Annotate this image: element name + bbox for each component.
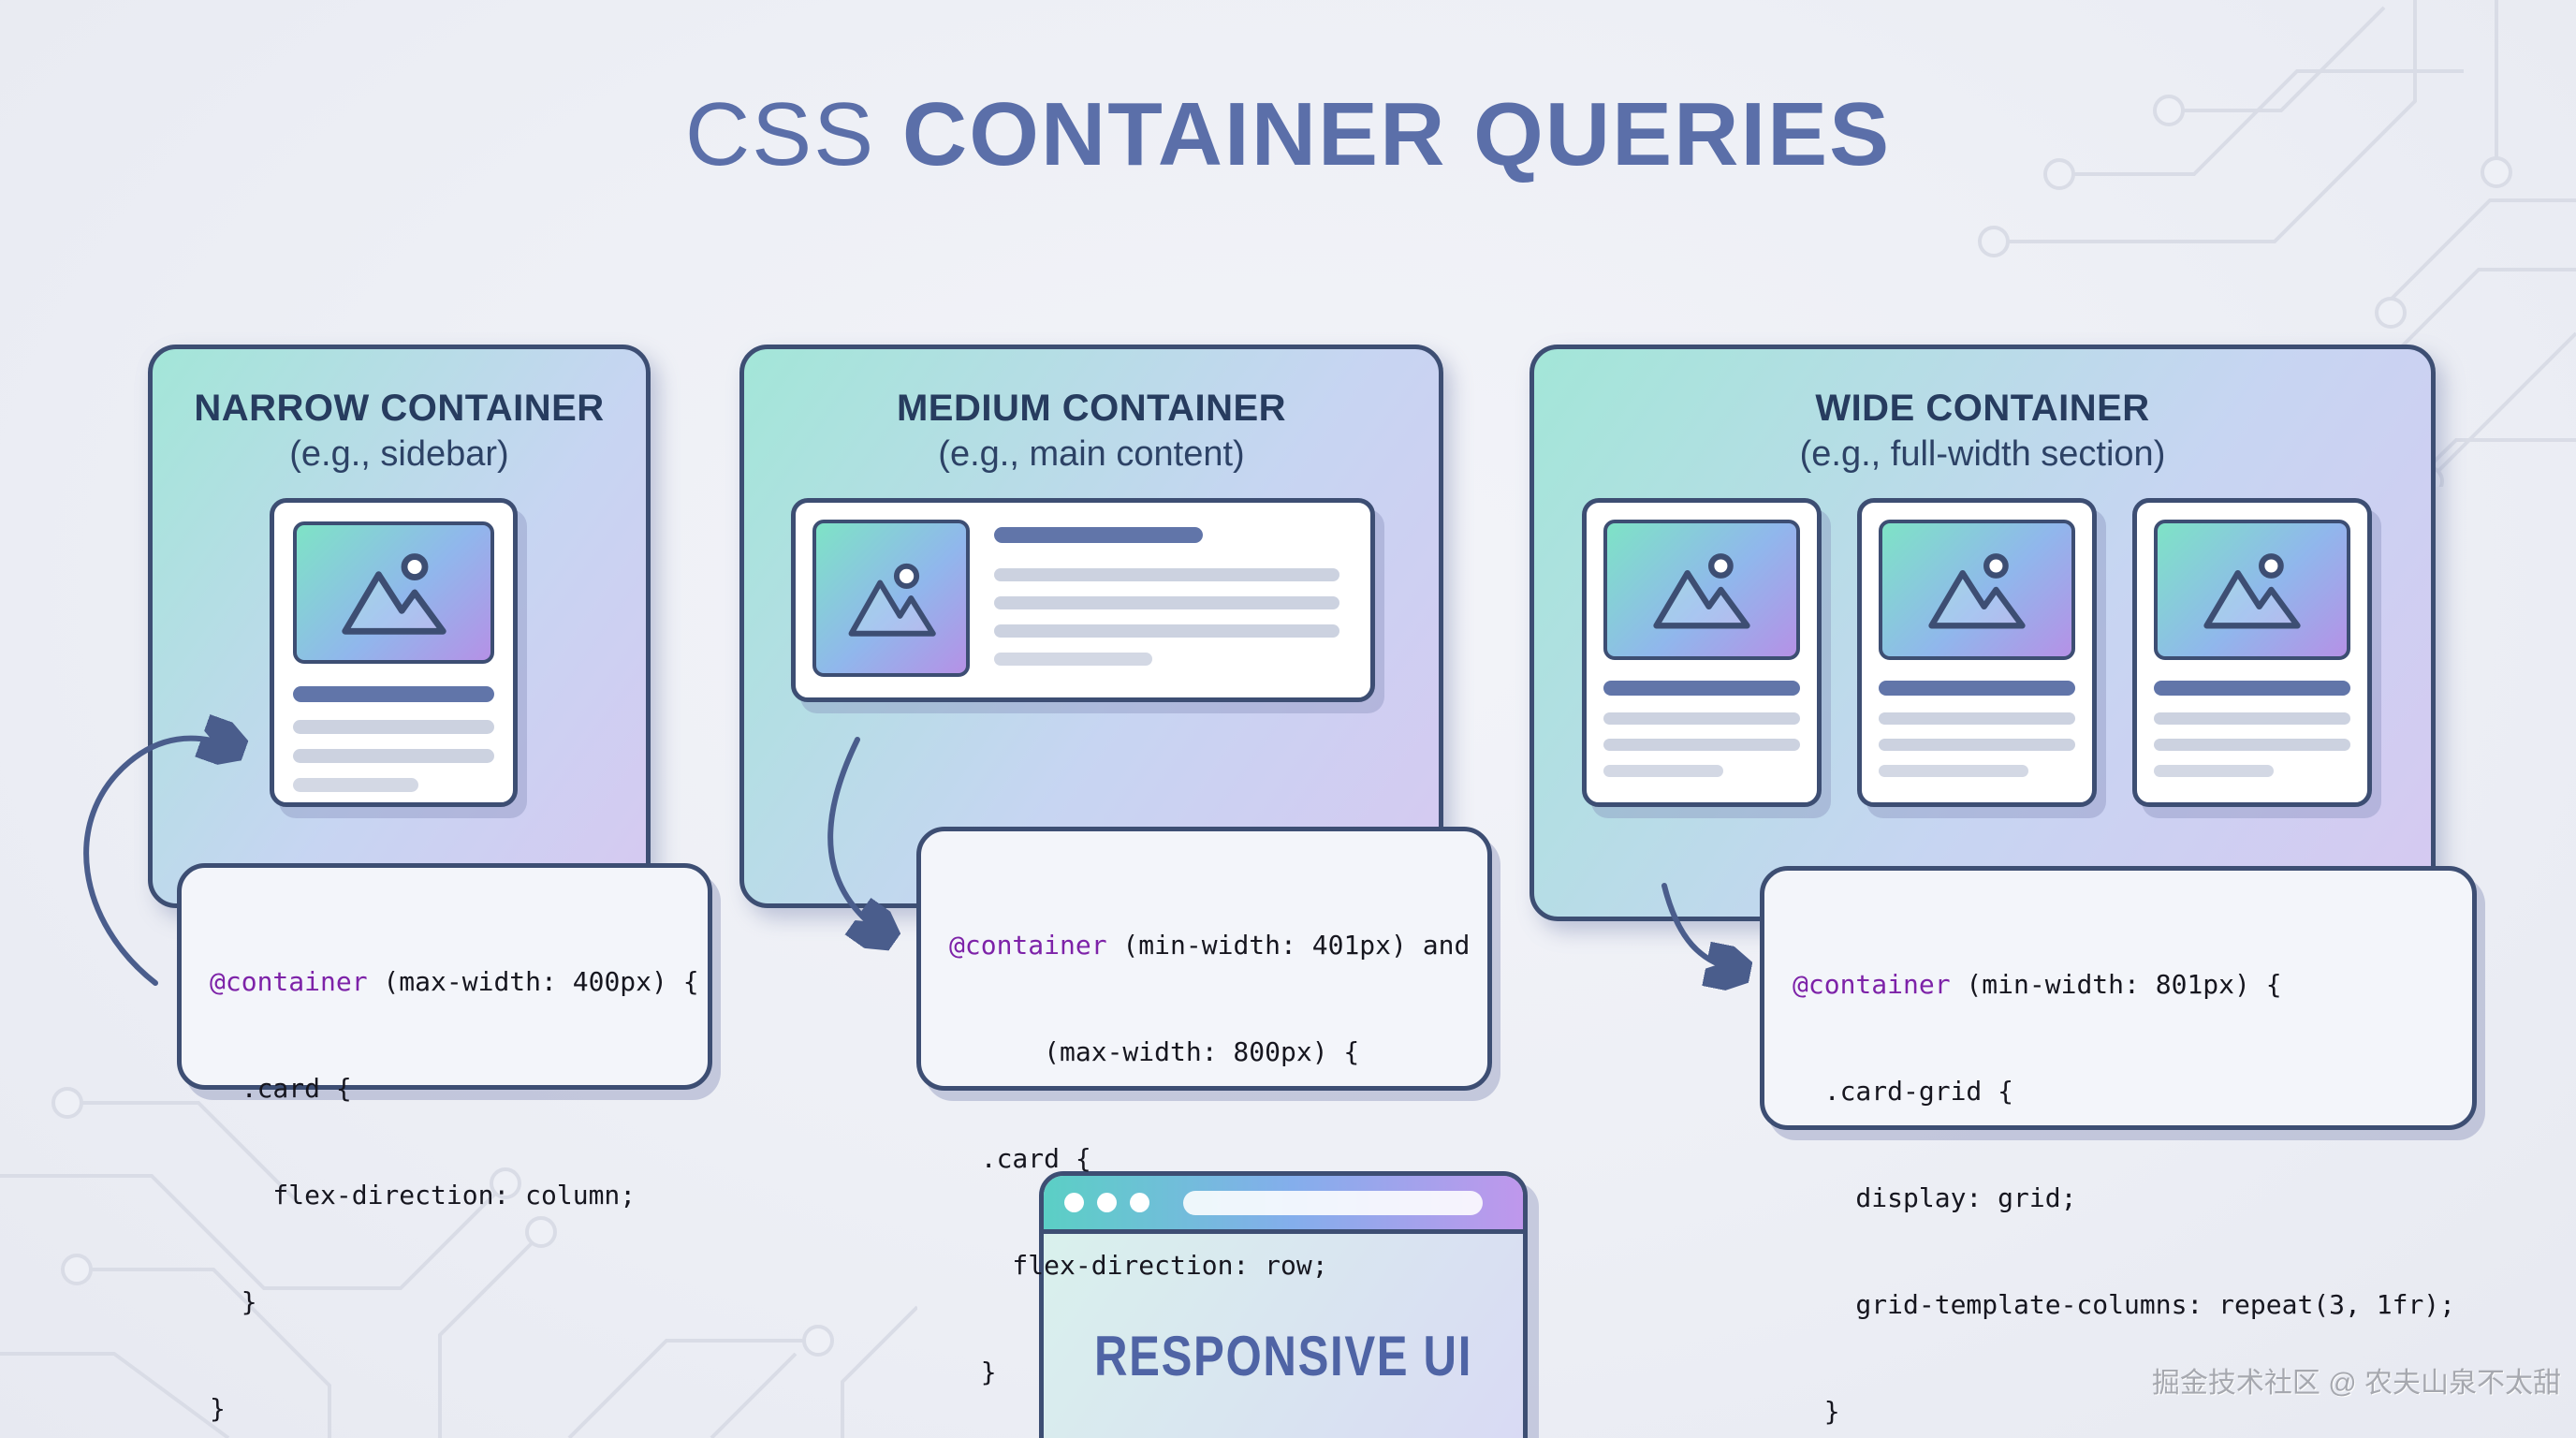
container-narrow-heading: NARROW CONTAINER (194, 388, 605, 429)
code-line-rest: (max-width: 400px) { (367, 966, 699, 997)
page-title-light: CSS (684, 84, 902, 184)
browser-titlebar (1044, 1176, 1523, 1234)
container-narrow: NARROW CONTAINER (e.g., sidebar) (148, 345, 651, 908)
code-line: flex-direction: row; (949, 1250, 1328, 1281)
card-text-bar (994, 568, 1339, 581)
card-image (812, 520, 970, 677)
watermark: 掘金技术社区 @ 农夫山泉不太甜 (2151, 1368, 2561, 1399)
code-line: @container (max-width: 400px) { (210, 964, 699, 1000)
code-box-medium: @container (min-width: 401px) and (max-w… (916, 827, 1492, 1387)
card-text-bar-short (1603, 765, 1723, 777)
code-line: .card-grid { (1793, 1076, 2014, 1107)
card-image (1879, 520, 2075, 660)
code-line: .card { (949, 1143, 1091, 1174)
demo-card-grid-3 (2132, 498, 2372, 807)
image-placeholder-icon (848, 563, 936, 637)
container-wide-heading: WIDE CONTAINER (1815, 388, 2150, 429)
card-text-bar-short (1879, 765, 2028, 777)
card-text-bar (1879, 712, 2075, 725)
container-medium: MEDIUM CONTAINER (e.g., main content) (739, 345, 1443, 908)
code-line: @container (min-width: 801px) { (1793, 967, 2444, 1003)
container-narrow-subtitle: (e.g., sidebar) (289, 434, 509, 474)
card-text-bar (2154, 739, 2350, 751)
code-keyword: @container (1793, 969, 1951, 1000)
demo-card-vertical (270, 498, 518, 807)
code-line: (max-width: 800px) { (949, 1036, 1360, 1067)
mountain-icon (848, 580, 936, 637)
code-keyword: @container (949, 930, 1107, 961)
container-medium-subtitle: (e.g., main content) (938, 434, 1245, 474)
browser-dot-icon (1097, 1193, 1117, 1212)
container-wide: WIDE CONTAINER (e.g., full-width section… (1530, 345, 2436, 921)
sun-icon (893, 563, 920, 589)
card-text-bar (994, 624, 1339, 638)
page-title-bold: CONTAINER QUERIES (901, 84, 1892, 184)
card-text-bar (1879, 739, 2075, 751)
sun-icon (2259, 553, 2284, 579)
image-placeholder-icon (1653, 553, 1750, 629)
card-image (2154, 520, 2350, 660)
image-placeholder-icon (341, 553, 446, 635)
browser-content: RESPONSIVE UI (1044, 1324, 1523, 1388)
card-text-bar-short (293, 778, 418, 792)
browser-dot-icon (1064, 1193, 1084, 1212)
sun-icon (401, 553, 428, 580)
card-text-bar (994, 596, 1339, 609)
mountain-icon (341, 571, 446, 635)
code-line: @container (min-width: 401px) and (949, 928, 1470, 963)
code-box-wide: @container (min-width: 801px) { .card-gr… (1760, 866, 2477, 1427)
card-text-bar (293, 749, 494, 763)
code-line-rest: (min-width: 401px) and (1106, 930, 1471, 961)
card-title-bar (2154, 681, 2350, 696)
code-line: flex-direction: column; (210, 1180, 637, 1211)
code-box-narrow: @container (max-width: 400px) { .card { … (177, 863, 712, 1424)
code-line: grid-template-columns: repeat(3, 1fr); (1793, 1289, 2456, 1320)
code-line: .card { (210, 1073, 352, 1104)
mountain-icon (2203, 569, 2301, 629)
page-title: CSS CONTAINER QUERIES (0, 86, 2576, 183)
responsive-ui-label: RESPONSIVE UI (1093, 1325, 1473, 1387)
code-keyword: @container (210, 966, 368, 997)
image-placeholder-icon (2203, 553, 2301, 629)
card-text-column (994, 520, 1354, 681)
card-text-bar (1603, 739, 1800, 751)
mountain-icon (1653, 569, 1750, 629)
code-line: } (210, 1393, 226, 1424)
card-title-bar (994, 527, 1203, 543)
browser-dot-icon (1130, 1193, 1149, 1212)
demo-card-grid-2 (1857, 498, 2097, 807)
code-line: display: grid; (1793, 1182, 2077, 1213)
card-text-bar (1603, 712, 1800, 725)
sun-icon (1983, 553, 2009, 579)
card-title-bar (1879, 681, 2075, 696)
code-line-rest: (min-width: 801px) { (1950, 969, 2282, 1000)
code-line: } (210, 1286, 257, 1317)
demo-card-grid-1 (1582, 498, 1822, 807)
code-line: } (949, 1357, 997, 1387)
code-line: } (1793, 1396, 1840, 1427)
sun-icon (1708, 553, 1734, 579)
browser-url-bar (1183, 1190, 1483, 1215)
mountain-icon (1928, 569, 2026, 629)
card-text-bar-short (2154, 765, 2274, 777)
container-medium-heading: MEDIUM CONTAINER (896, 388, 1287, 429)
card-title-bar (293, 686, 494, 702)
card-title-bar (1603, 681, 1800, 696)
container-wide-subtitle: (e.g., full-width section) (1799, 434, 2166, 474)
card-text-bar (2154, 712, 2350, 725)
card-text-bar-short (994, 653, 1152, 666)
card-image (1603, 520, 1800, 660)
image-placeholder-icon (1928, 553, 2026, 629)
demo-card-horizontal (791, 498, 1375, 702)
browser-mockup: RESPONSIVE UI (1039, 1171, 1528, 1438)
card-text-bar (293, 720, 494, 734)
card-image (293, 521, 494, 664)
